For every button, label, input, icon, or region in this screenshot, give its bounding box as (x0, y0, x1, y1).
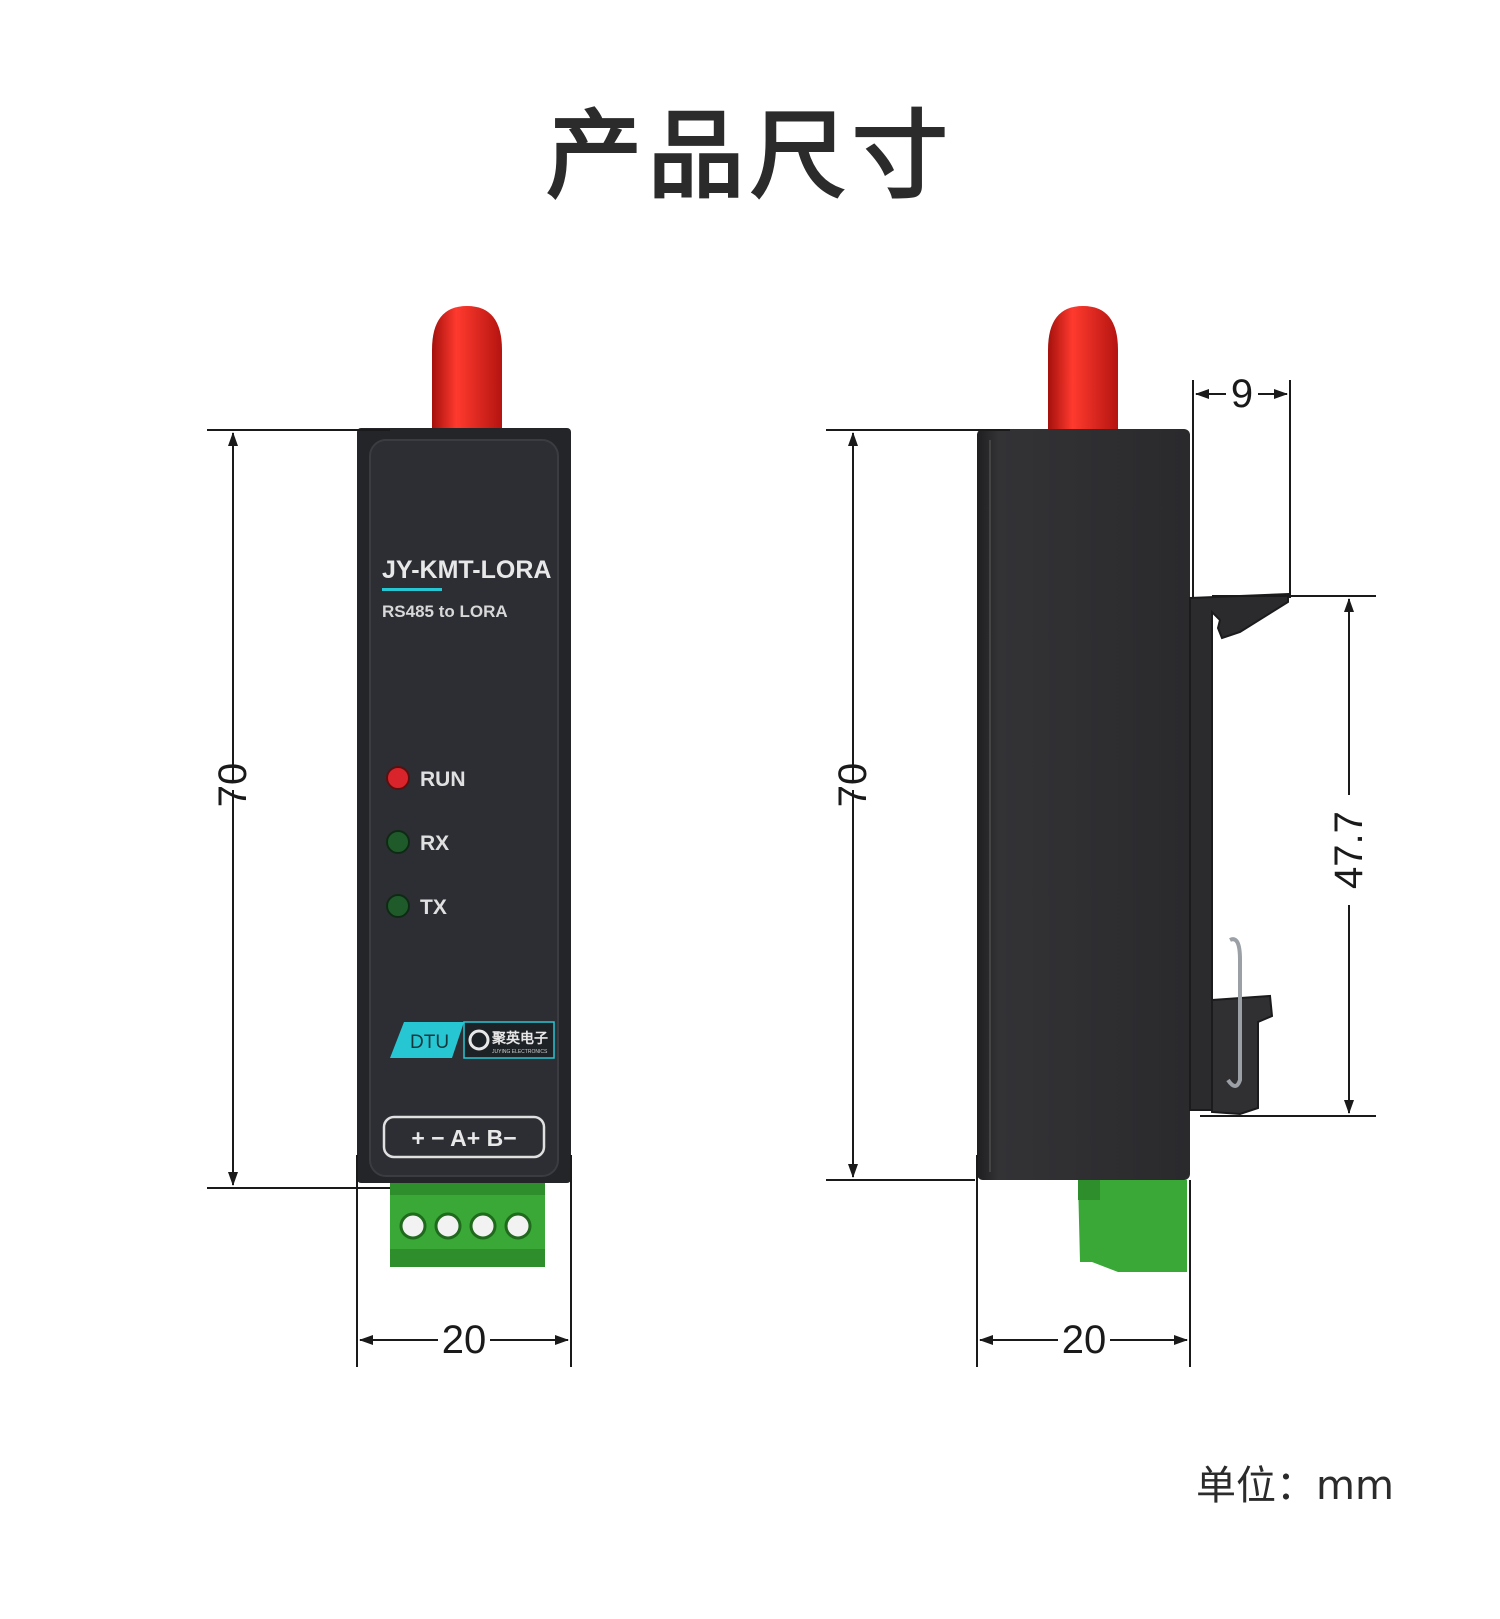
dtu-badge-text: DTU (410, 1032, 449, 1053)
model-underline (382, 588, 442, 591)
led-run-label: RUN (420, 768, 466, 791)
led-tx (386, 894, 410, 918)
terminal-label: + − A+ B− (411, 1125, 516, 1151)
led-rx (386, 830, 410, 854)
din-rail-clip (1189, 592, 1289, 1116)
led-run (386, 766, 410, 790)
terminal-label-box (382, 1115, 546, 1159)
page-title: 产品尺寸 (546, 100, 954, 212)
side-height-label: 70 (831, 763, 875, 808)
device-subtitle: RS485 to LORA (382, 602, 508, 621)
dtu-badge (390, 1022, 464, 1058)
front-terminal-block (390, 1183, 545, 1267)
brand-logo-icon (468, 1029, 490, 1051)
front-width-label: 20 (442, 1318, 487, 1362)
unit-label: 单位：mm (1196, 1463, 1394, 1509)
led-rx-label: RX (420, 832, 449, 855)
side-terminal-block (1078, 1180, 1187, 1272)
front-antenna (432, 306, 502, 430)
led-tx-label: TX (420, 896, 447, 919)
clip-depth-label: 9 (1231, 372, 1253, 416)
brand-name: 聚英电子 (491, 1030, 548, 1047)
side-antenna (1048, 306, 1118, 430)
side-housing (977, 429, 1190, 1180)
front-height-label: 70 (211, 763, 255, 808)
side-view: 70 20 9 47.7 (826, 306, 1376, 1367)
brand-subname: JUYING ELECTRONICS (492, 1049, 548, 1055)
side-width-label: 20 (1062, 1318, 1107, 1362)
device-model: JY-KMT-LORA (382, 556, 551, 584)
front-view: JY-KMT-LORA RS485 to LORA RUN RX TX DTU … (207, 306, 572, 1367)
rail-height-label: 47.7 (1327, 811, 1371, 889)
